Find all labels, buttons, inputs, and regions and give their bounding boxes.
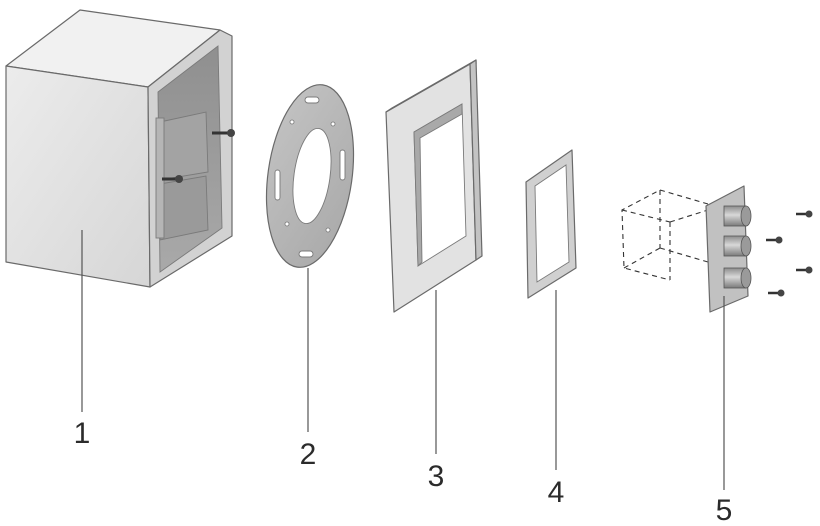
- part-number-4: 4: [548, 476, 565, 509]
- mounting-plate-opening: [292, 127, 332, 225]
- part-number-3: 3: [428, 460, 445, 493]
- cover-frame-side: [469, 59, 483, 261]
- mounting-plate: [265, 84, 355, 268]
- cover-frame: [385, 59, 483, 313]
- screw-icon: [796, 210, 813, 218]
- connector-insert-dashed-body: [621, 189, 709, 281]
- back-box: [5, 9, 235, 288]
- connector-post: [723, 267, 752, 289]
- back-box-bracket-lower: [159, 175, 209, 241]
- gasket: [525, 149, 577, 299]
- mounting-plate-hole: [284, 221, 290, 227]
- part-number-1: 1: [74, 417, 91, 450]
- screw-icon: [766, 236, 783, 244]
- connector-post: [723, 235, 752, 257]
- back-box-bracket-upper: [159, 111, 209, 181]
- screw-icon: [768, 289, 785, 297]
- screw-icon: [212, 129, 235, 137]
- mounting-plate-hole: [289, 119, 295, 125]
- back-box-front-face: [5, 65, 151, 288]
- part-number-2: 2: [300, 438, 317, 471]
- mounting-plate-slot: [274, 169, 281, 201]
- mounting-plate-hole: [330, 121, 336, 127]
- cover-frame-inner-wall: [413, 103, 463, 268]
- part-number-5: 5: [716, 494, 733, 526]
- mounting-plate-slot: [298, 250, 314, 258]
- screw-icon: [162, 175, 183, 183]
- connector-insert: [621, 185, 813, 313]
- connector-post: [723, 205, 752, 227]
- gasket-opening: [534, 164, 570, 283]
- mounting-plate-slot: [339, 149, 346, 181]
- screw-icon: [796, 266, 813, 274]
- mounting-plate-slot: [304, 96, 320, 104]
- mounting-plate-hole: [325, 227, 331, 233]
